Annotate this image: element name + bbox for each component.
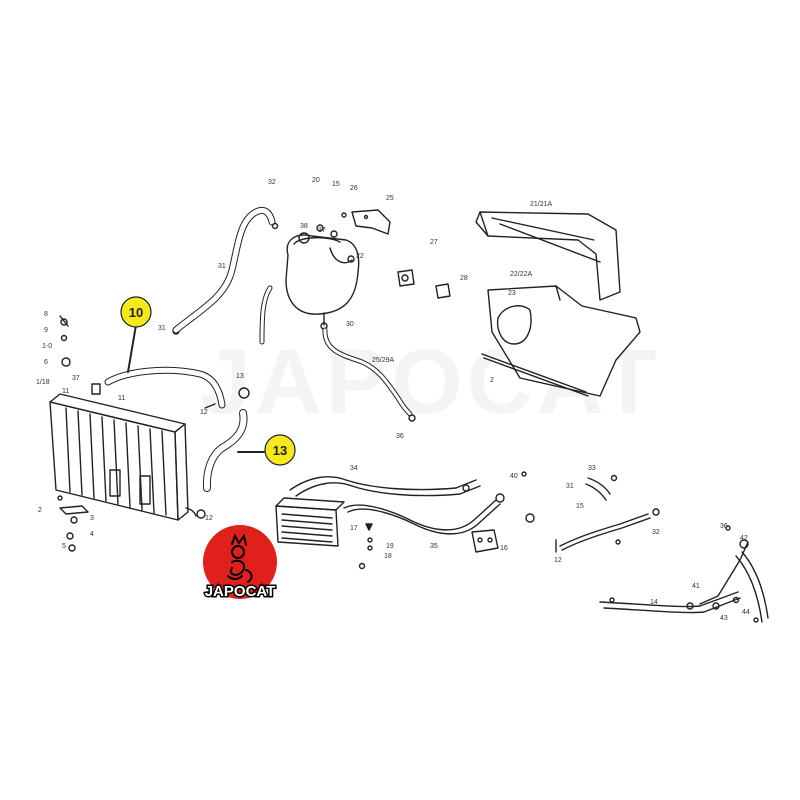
bolts-17-19	[358, 523, 373, 570]
part-label: 15	[332, 181, 340, 188]
expansion-tank	[285, 224, 360, 330]
cat-mascot-icon	[227, 533, 253, 583]
part-label: 8	[44, 311, 48, 318]
part-label: 32	[652, 529, 660, 536]
part-label: 6	[44, 359, 48, 366]
logo-text: JAPOCAT	[205, 583, 276, 600]
callout-10: 10	[120, 296, 152, 328]
part-label: 28	[460, 275, 468, 282]
part-label: 30	[346, 321, 354, 328]
part-label: 40	[510, 473, 518, 480]
fittings-27-28	[397, 269, 451, 299]
part-label: 44	[742, 609, 750, 616]
part-label: 2	[490, 377, 494, 384]
part-label: 13	[236, 373, 244, 380]
part-label: 26	[350, 185, 358, 192]
part-label: 41	[692, 583, 700, 590]
part-label: 2	[38, 507, 42, 514]
callout-circle	[264, 434, 296, 466]
part-label: 16	[500, 545, 508, 552]
part-label: 1/18	[36, 379, 50, 386]
part-label: 22	[356, 253, 364, 260]
part-number-labels: 8 9 1-0 6 1/18 11 37 11 31 12 13 31 32 2…	[36, 177, 750, 622]
part-label: 11	[62, 388, 69, 395]
part-label: 20	[312, 177, 320, 184]
part-label: 42	[740, 535, 748, 542]
small-tube	[259, 285, 273, 345]
top-hose	[172, 206, 279, 334]
part-label: 25/29A	[372, 357, 395, 364]
part-label: 36	[720, 523, 728, 530]
part-label: 3	[90, 515, 94, 522]
bottom-right-assembly	[599, 525, 769, 623]
lower-hose	[202, 409, 248, 492]
radiator	[49, 393, 206, 521]
fan-shroud-lower	[481, 285, 641, 397]
tank-bracket	[341, 209, 391, 235]
part-label: 12	[200, 409, 208, 416]
upper-hose	[104, 366, 250, 409]
overflow-hose	[322, 327, 416, 422]
part-label: 31	[158, 325, 166, 332]
part-label: 23	[508, 290, 516, 297]
part-label: 31	[218, 263, 226, 270]
part-label: 34	[350, 465, 358, 472]
part-label: 37	[72, 375, 80, 382]
part-label: 36	[396, 433, 404, 440]
part-label: 25	[386, 195, 394, 202]
part-label: 37	[318, 227, 326, 234]
part-label: 9	[44, 327, 48, 334]
part-label: 12	[205, 515, 213, 522]
part-label: 35	[430, 543, 438, 550]
part-label: 33	[588, 465, 596, 472]
part-label: 5	[62, 543, 66, 550]
part-label: 1-0	[42, 343, 52, 350]
part-label: 4	[90, 531, 94, 538]
part-label: 15	[576, 503, 584, 510]
part-label: 31	[566, 483, 574, 490]
japocat-logo: JAPOCAT	[203, 525, 277, 602]
callout-number: 13	[273, 443, 287, 458]
part-label: 17	[350, 525, 358, 532]
part-label: 43	[720, 615, 728, 622]
right-pipes	[521, 471, 660, 553]
part-label: 21/21A	[530, 201, 553, 208]
part-label: 19	[386, 543, 394, 550]
part-label: 27	[430, 239, 438, 246]
oil-cooler	[275, 497, 345, 547]
fan-shroud-upper	[475, 211, 621, 301]
left-small-parts	[57, 315, 180, 552]
part-label: 32	[268, 179, 276, 186]
callout-leaders	[127, 324, 265, 453]
part-label: 12	[554, 557, 562, 564]
callout-number: 10	[129, 305, 143, 320]
callout-13: 13	[264, 434, 296, 466]
part-label: 18	[384, 553, 392, 560]
part-label: 11	[118, 395, 125, 402]
oil-lines	[289, 476, 505, 535]
callout-circle	[120, 296, 152, 328]
part-label: 14	[650, 599, 658, 606]
adapter-block	[471, 529, 499, 553]
part-label: 22/22A	[510, 271, 533, 278]
part-label: 38	[300, 223, 308, 230]
